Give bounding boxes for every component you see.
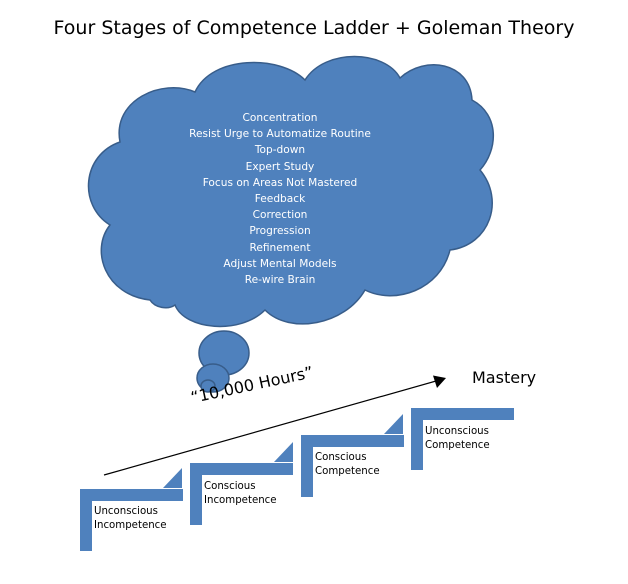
cloud-item: Correction: [252, 209, 308, 222]
stage-label-line: Conscious: [204, 481, 256, 492]
diagram-title: Four Stages of Competence Ladder + Golem…: [53, 17, 575, 39]
cloud-item: Top-down: [254, 144, 306, 157]
mastery-label: Mastery: [472, 368, 537, 387]
stage-label-line: Competence: [315, 466, 380, 477]
cloud-item: Adjust Mental Models: [223, 257, 337, 270]
cloud-item: Progression: [249, 225, 311, 238]
cloud-item: Re-wire Brain: [244, 274, 316, 287]
cloud-item: Feedback: [254, 193, 306, 206]
progress-arrow: [103, 375, 446, 476]
cloud-list: Concentration Resist Urge to Automatize …: [150, 110, 410, 288]
step-4: [384, 408, 514, 470]
stage-label-conscious-competence: Conscious Competence: [315, 451, 380, 479]
cloud-item: Refinement: [249, 241, 311, 254]
cloud-shape: [87, 55, 494, 328]
cloud-item: Resist Urge to Automatize Routine: [189, 128, 371, 141]
step-2: [163, 463, 293, 525]
thought-bubble-small: [200, 379, 216, 393]
stage-label-line: Incompetence: [204, 495, 277, 506]
stage-label-line: Incompetence: [94, 520, 167, 531]
stage-label-line: Conscious: [315, 452, 367, 463]
step-3: [274, 435, 404, 497]
cloud-item: Focus on Areas Not Mastered: [202, 176, 358, 189]
step-1: [80, 489, 183, 551]
cloud-item: Concentration: [242, 112, 318, 124]
stage-label-line: Competence: [425, 440, 490, 451]
stage-label-line: Unconscious: [94, 506, 158, 517]
thought-cloud: [87, 55, 494, 393]
stage-label-unconscious-incompetence: Unconscious Incompetence: [94, 505, 167, 533]
staircase: [80, 408, 514, 551]
stage-label-conscious-incompetence: Conscious Incompetence: [204, 480, 277, 508]
cloud-item: Expert Study: [245, 160, 315, 173]
stage-label-unconscious-competence: Unconscious Competence: [425, 425, 490, 453]
stage-label-line: Unconscious: [425, 426, 489, 437]
